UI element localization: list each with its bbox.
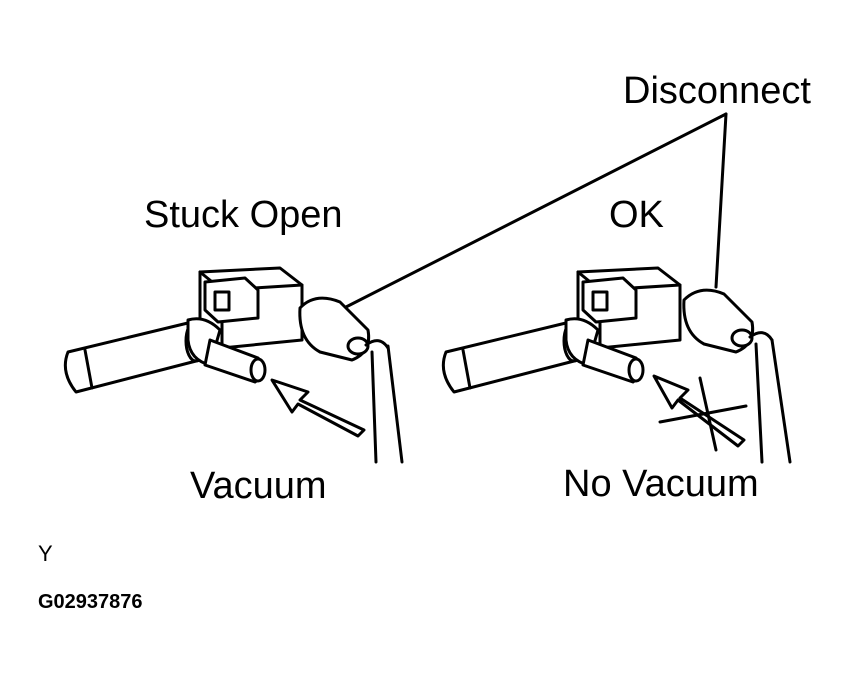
no-vacuum-label: No Vacuum bbox=[563, 463, 759, 505]
right-valve-assembly bbox=[441, 266, 792, 464]
fitting-opening bbox=[346, 336, 370, 356]
left-valve-assembly bbox=[63, 266, 404, 464]
connector-latch bbox=[591, 290, 609, 312]
disconnect-leader-lines bbox=[344, 112, 728, 309]
vacuum-label: Vacuum bbox=[190, 465, 327, 507]
thin-hose-left-edge bbox=[370, 350, 378, 464]
leader-line-left bbox=[344, 112, 728, 309]
disconnect-label: Disconnect bbox=[623, 70, 811, 112]
stuck-open-label: Stuck Open bbox=[144, 194, 343, 236]
thin-hose-left-edge bbox=[754, 342, 764, 464]
hose-band bbox=[83, 348, 94, 390]
connector-latch bbox=[213, 290, 231, 312]
view-marker: Y bbox=[38, 541, 53, 566]
ok-label: OK bbox=[609, 194, 664, 236]
vacuum-arrow-icon bbox=[270, 378, 366, 438]
electrical-connector bbox=[581, 276, 638, 324]
cross-mark-stroke-2 bbox=[658, 404, 748, 424]
thin-hose-right-edge bbox=[770, 338, 792, 464]
no-vacuum-arrow-icon bbox=[652, 374, 746, 448]
thin-hose-right-edge bbox=[386, 344, 404, 464]
hose-clip bbox=[748, 331, 774, 342]
leader-line-right bbox=[714, 112, 728, 289]
electrical-connector bbox=[203, 276, 260, 324]
figure-code: G02937876 bbox=[38, 591, 143, 613]
fitting-opening bbox=[730, 328, 754, 348]
hose-band bbox=[461, 348, 472, 390]
nozzle-opening bbox=[249, 357, 267, 383]
nozzle-opening bbox=[627, 357, 645, 383]
